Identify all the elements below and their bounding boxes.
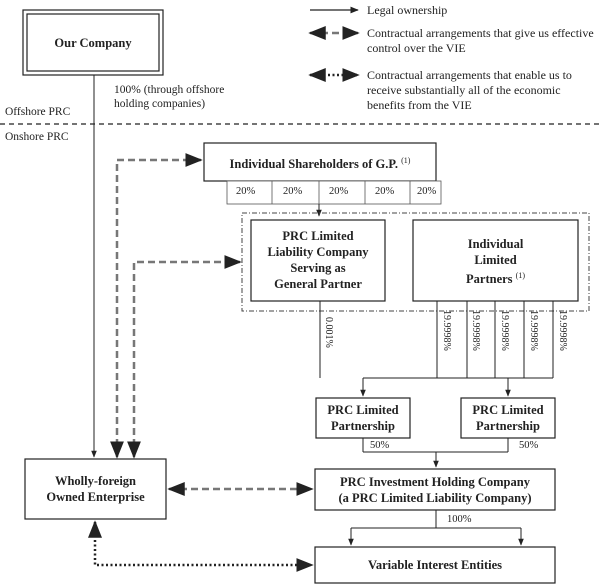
individual-shareholders-text: Individual Shareholders of G.P. <box>229 157 398 172</box>
lp-left-pct: 50% <box>370 440 390 451</box>
our-company-box-inner <box>26 13 160 72</box>
lp-left-line1: PRC Limited <box>327 403 399 417</box>
onshore-label: Onshore PRC <box>5 131 69 143</box>
gp-line3: Serving as <box>290 261 346 275</box>
vie-label: Variable Interest Entities <box>367 558 503 572</box>
lp-left-label: PRC Limited Partnership <box>316 402 410 434</box>
wfoe-label: Wholly-foreign Owned Enterprise <box>25 473 166 505</box>
shareholder-pct-row <box>226 180 442 205</box>
partnership-group-border <box>241 212 590 312</box>
our-company-box-outer <box>22 9 164 76</box>
holding-pct: 100% <box>447 514 472 525</box>
lp-stake-label: 19.9998% <box>499 310 510 351</box>
legend-legal-label: Legal ownership <box>367 3 448 17</box>
wfoe-box <box>24 458 167 520</box>
gp-line4: General Partner <box>274 277 362 291</box>
footnote-marker: (1) <box>401 156 411 165</box>
individual-limited-partners-label: Individual Limited Partners (1) <box>413 236 578 287</box>
holding-line1: PRC Investment Holding Company <box>340 475 530 489</box>
ownership-note-line2: holding companies) <box>114 98 206 110</box>
lp-right-pct: 50% <box>519 440 539 451</box>
ilp-line1: Individual <box>467 237 524 251</box>
lp-right-label: PRC Limited Partnership <box>461 402 555 434</box>
lp-right-line1: PRC Limited <box>472 403 544 417</box>
legend-control-label: Contractual arrangements that give us ef… <box>367 26 594 55</box>
control-to-shareholders-arrow <box>110 153 203 459</box>
individual-limited-partners-box <box>412 219 579 302</box>
general-partner-box <box>250 219 386 302</box>
lp-right-line2: Partnership <box>476 419 540 433</box>
shareholder-pct-label: 20% <box>417 186 437 197</box>
footnote-marker: (1) <box>515 271 525 280</box>
holding-company-label: PRC Investment Holding Company (a PRC Li… <box>315 474 555 506</box>
lp-stake-label: 19.9998% <box>528 310 539 351</box>
ilp-line3: Partners <box>466 272 513 287</box>
gp-stake-label: 0.001% <box>323 317 334 348</box>
ilp-line3-wrap: Partners (1) <box>413 268 578 287</box>
individual-shareholders-label: Individual Shareholders of G.P. (1) <box>204 153 436 172</box>
shareholder-pct-label: 20% <box>283 186 303 197</box>
control-to-gp-arrow <box>127 255 242 459</box>
ownership-note: 100% (through offshore holding companies… <box>114 83 224 111</box>
wfoe-line2: Owned Enterprise <box>46 490 145 504</box>
wfoe-line1: Wholly-foreign <box>54 474 137 488</box>
ilp-line2: Limited <box>474 253 517 267</box>
gp-line2: Liability Company <box>267 245 369 259</box>
shareholder-pct-label: 20% <box>329 186 349 197</box>
gp-line1: PRC Limited <box>282 229 354 243</box>
lp-stake-label: 19.9998% <box>441 310 452 351</box>
offshore-label: Offshore PRC <box>5 106 71 118</box>
holding-company-box <box>314 468 556 511</box>
legend-benefit-label: Contractual arrangements that enable us … <box>367 68 572 112</box>
holding-line2: (a PRC Limited Liability Company) <box>338 491 532 505</box>
vie-box <box>314 546 556 584</box>
benefit-to-vie-arrow <box>88 520 314 572</box>
lp-stake-label: 19.9998% <box>470 310 481 351</box>
lp-stake-label: 19.9998% <box>557 310 568 351</box>
lp-left-line2: Partnership <box>331 419 395 433</box>
shareholder-pct-label: 20% <box>375 186 395 197</box>
lp-right-box <box>460 397 556 439</box>
general-partner-label: PRC Limited Liability Company Serving as… <box>251 228 385 292</box>
ownership-note-line1: 100% (through offshore <box>114 84 225 96</box>
shareholder-pct-label: 20% <box>236 186 256 197</box>
our-company-label: Our Company <box>54 36 132 50</box>
